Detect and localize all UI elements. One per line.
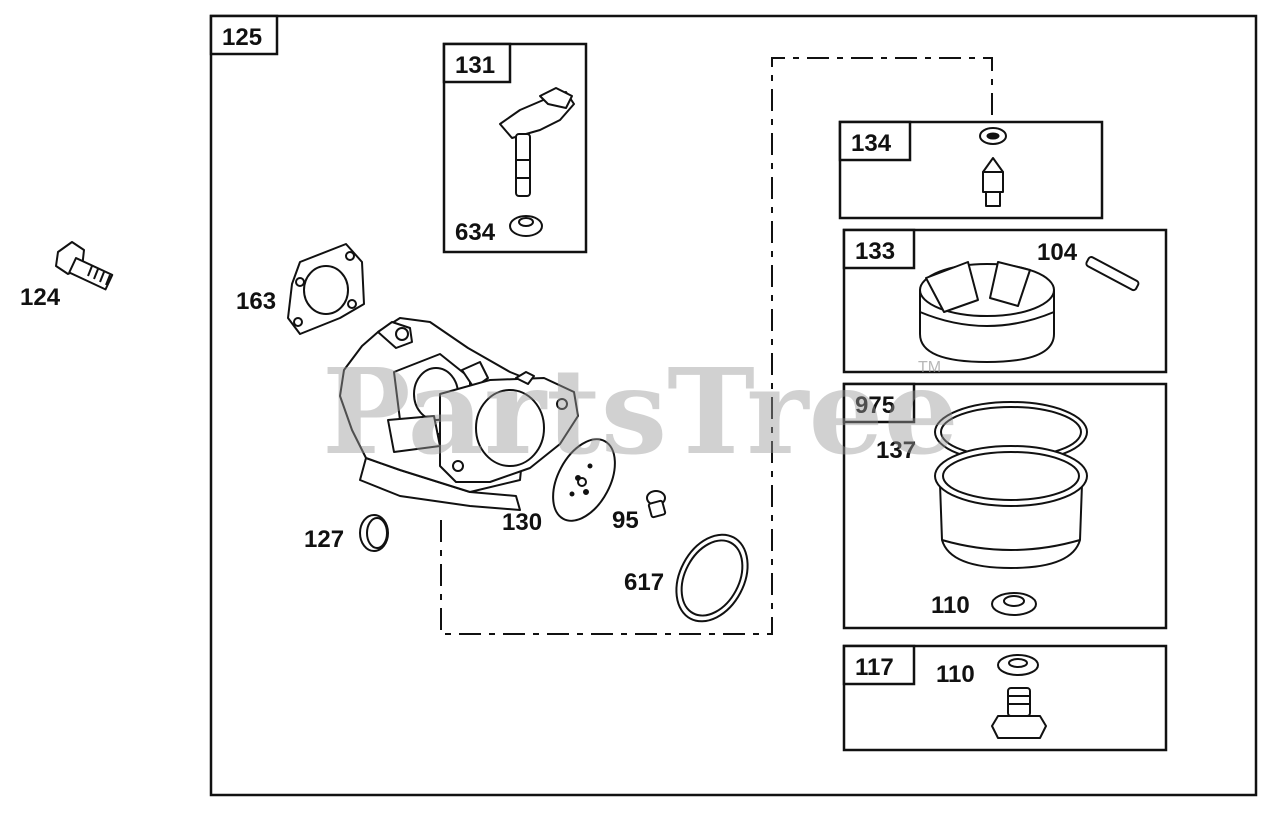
washer-110-bowl[interactable]: [991, 592, 1037, 616]
callout-110-bowl[interactable]: 110: [931, 592, 970, 619]
tag-box-133: [842, 228, 916, 270]
callout-131[interactable]: 131: [455, 52, 495, 79]
tag-box-131: [442, 42, 512, 84]
tag-box-117: [842, 644, 916, 686]
carburetor-body-125[interactable]: [339, 317, 579, 511]
callout-110-nut[interactable]: 110: [936, 661, 975, 688]
o-ring-617[interactable]: [662, 522, 762, 633]
tag-box-975: [842, 382, 916, 424]
bowl-nut-117[interactable]: [991, 687, 1047, 739]
throttle-shaft-131[interactable]: [499, 87, 575, 197]
callout-634[interactable]: 634: [455, 219, 496, 246]
callout-117[interactable]: 117: [855, 654, 894, 681]
callout-133[interactable]: 133: [855, 238, 895, 265]
callout-130[interactable]: 130: [502, 509, 542, 536]
float-needle-134[interactable]: [979, 127, 1007, 207]
callout-104[interactable]: 104: [1037, 239, 1078, 266]
watermark: PartsTree: [322, 342, 959, 481]
washer-634[interactable]: [509, 215, 543, 237]
watermark-tm: TM: [918, 359, 941, 376]
bowl-gasket-137[interactable]: [934, 401, 1088, 463]
callout-163[interactable]: 163: [236, 288, 276, 315]
callout-617[interactable]: 617: [624, 569, 664, 596]
gasket-163[interactable]: [287, 243, 365, 335]
callout-127[interactable]: 127: [304, 526, 344, 553]
float-bowl[interactable]: [934, 445, 1088, 569]
callout-95[interactable]: 95: [612, 507, 639, 534]
hinge-pin-104[interactable]: [1085, 256, 1140, 292]
screw-95[interactable]: [646, 490, 667, 519]
bolt-124[interactable]: [55, 241, 114, 291]
callout-134[interactable]: 134: [851, 130, 892, 157]
callout-975[interactable]: 975: [855, 392, 895, 419]
throttle-plate-130[interactable]: [540, 429, 627, 531]
callout-125[interactable]: 125: [222, 24, 262, 51]
float-133[interactable]: [919, 261, 1055, 363]
welch-plug-127[interactable]: [359, 514, 389, 552]
tag-box-134: [838, 120, 912, 162]
callout-124[interactable]: 124: [20, 284, 61, 311]
washer-110-nut[interactable]: [997, 654, 1039, 676]
tag-box-125: [209, 14, 279, 56]
assembly-dashed-leader: [440, 57, 993, 635]
callout-137[interactable]: 137: [876, 437, 916, 464]
